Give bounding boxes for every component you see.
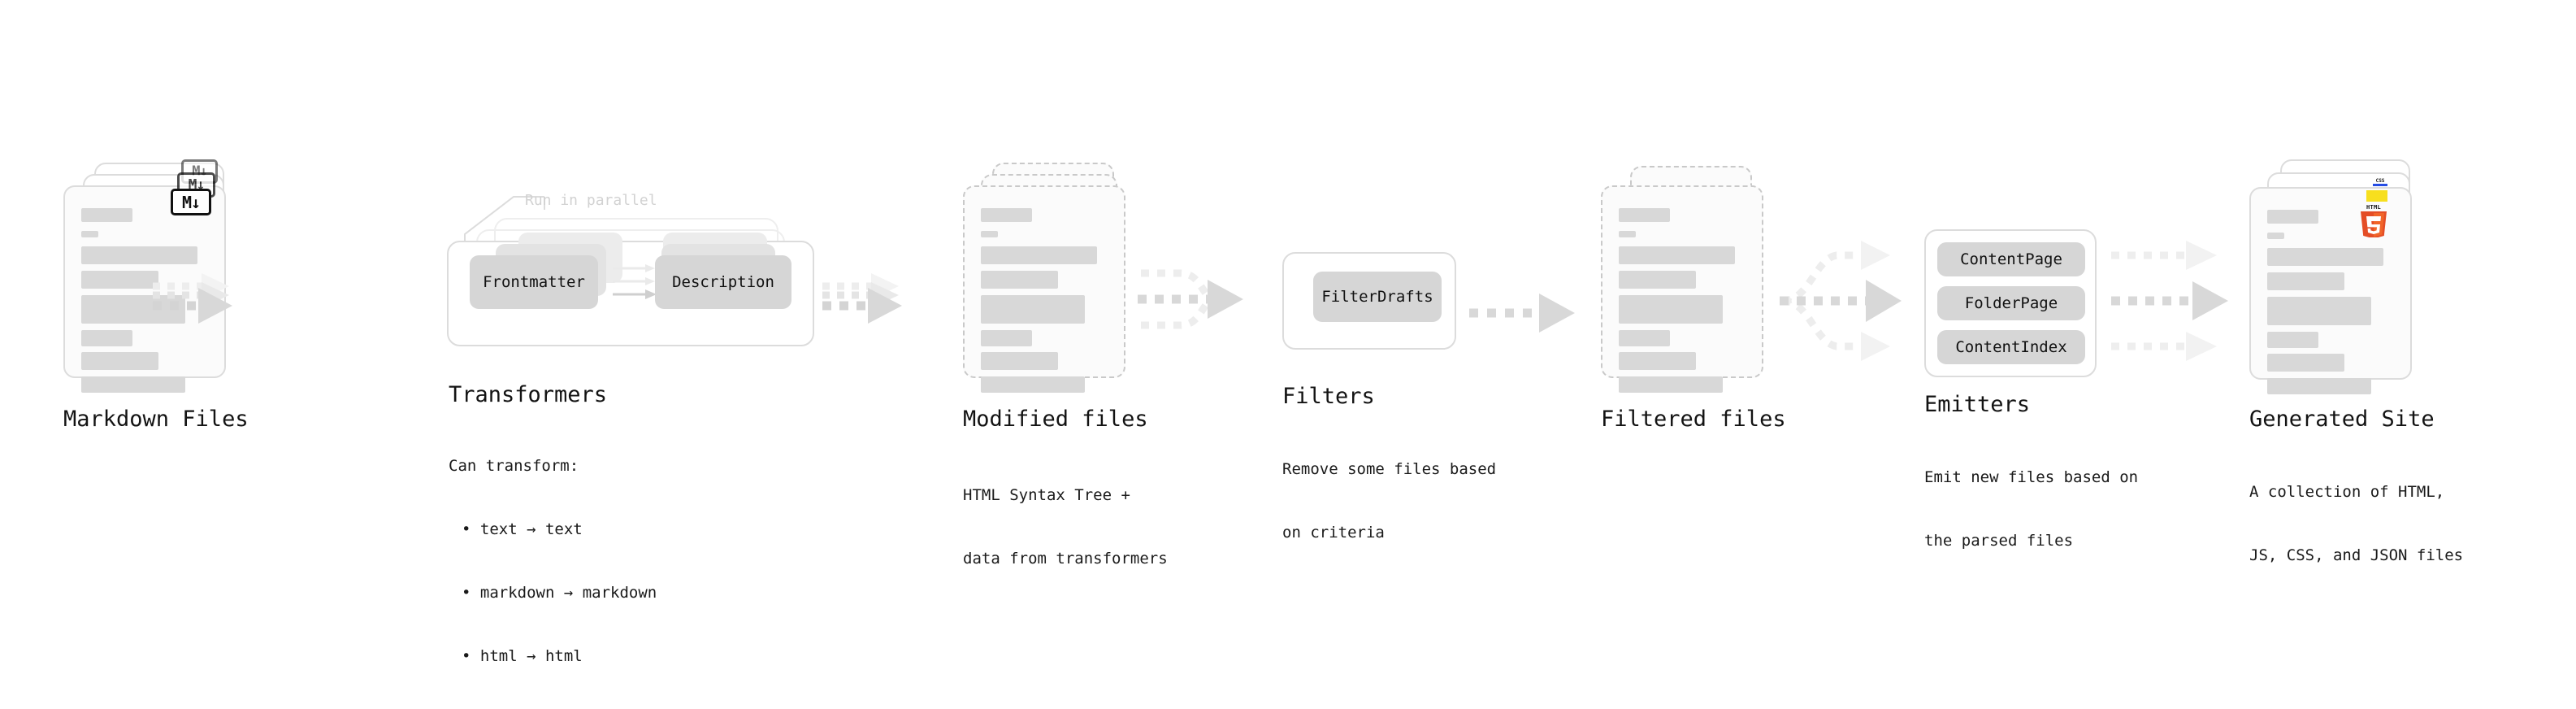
run-in-parallel-bracket [464, 196, 545, 241]
transformer-chip-description[interactable]: Description [655, 255, 791, 309]
modified-files-title: Modified files [963, 407, 1148, 432]
content-bar [2267, 248, 2383, 266]
transformers-bullet-0: • text → text [462, 520, 583, 538]
emitters-subtitle-line-1: the parsed files [1924, 532, 2074, 550]
chip-label: ContentPage [1960, 250, 2062, 268]
filter-chip-filterdrafts[interactable]: FilterDrafts [1313, 272, 1442, 322]
arrow-emitters-to-site [2111, 241, 2228, 361]
transformers-can-transform: Can transform: [449, 457, 579, 475]
modified-files-subtitle: HTML Syntax Tree + data from transformer… [963, 442, 1168, 611]
markdown-icon: M↓ [171, 189, 211, 215]
svg-text:CSS: CSS [2376, 178, 2385, 184]
run-in-parallel-label: Run in parallel [525, 192, 657, 209]
generated-site-subtitle-line-1: JS, CSS, and JSON files [2249, 546, 2464, 564]
filtered-files-stack [1601, 163, 1776, 393]
modified-file-card-front [963, 185, 1125, 393]
chip-label: FilterDrafts [1321, 288, 1433, 306]
modified-files-subtitle-line-0: HTML Syntax Tree + [963, 486, 1130, 504]
markdown-files-stack: M↓ M↓ M↓ [63, 159, 238, 393]
generated-site-subtitle: A collection of HTML, JS, CSS, and JSON … [2249, 439, 2463, 608]
content-bar [2267, 210, 2318, 224]
content-bar [2267, 297, 2371, 325]
content-bar [81, 271, 158, 289]
transformers-subtitle: Can transform: • text → text • markdown … [449, 413, 657, 709]
arrow-transformers-to-modified [822, 273, 902, 324]
content-bar [981, 352, 1058, 370]
content-bar [81, 352, 158, 370]
modified-files-stack [963, 163, 1138, 393]
content-bar [81, 295, 185, 324]
html5-icon: HTML [2361, 204, 2387, 237]
chip-label: FolderPage [1964, 294, 2058, 312]
transformers-title: Transformers [449, 382, 608, 407]
transformers-bullet-2: • html → html [462, 647, 583, 665]
content-bar [1619, 295, 1723, 324]
markdown-files-title: Markdown Files [63, 407, 249, 432]
content-bar [1619, 246, 1735, 264]
content-bar [981, 246, 1097, 264]
emitters-subtitle-line-0: Emit new files based on [1924, 468, 2139, 486]
transformers-bullet-1: • markdown → markdown [462, 584, 657, 602]
filters-subtitle-line-1: on criteria [1282, 524, 1385, 542]
modified-files-subtitle-line-1: data from transformers [963, 550, 1168, 568]
content-bar [81, 231, 98, 237]
transformer-chip-frontmatter[interactable]: Frontmatter [470, 255, 598, 309]
content-bar [1619, 208, 1670, 222]
transformers-group: Frontmatter Description Frontmatter Desc… [447, 218, 821, 381]
svg-text:HTML: HTML [2366, 204, 2381, 211]
content-bar [81, 330, 132, 346]
content-bar [1619, 330, 1670, 346]
chip-label: Description [672, 273, 774, 291]
transformer-inner-arrows [613, 264, 657, 299]
content-bar [981, 208, 1032, 222]
chip-label: ContentIndex [1955, 338, 2067, 356]
content-bar [1619, 271, 1696, 289]
arrow-markdown-to-transformers [153, 273, 232, 324]
filtered-file-card-front [1601, 185, 1763, 393]
arrow-filters-to-filtered [1469, 294, 1575, 333]
content-bar [2267, 272, 2344, 290]
emitters-title: Emitters [1924, 392, 2031, 417]
filters-subtitle-line-0: Remove some files based [1282, 460, 1497, 478]
content-bar [2267, 378, 2371, 394]
content-bar [2267, 332, 2318, 348]
arrow-filtered-to-emitters [1780, 241, 1902, 361]
content-bar [1619, 376, 1723, 393]
markdown-icon-label: M↓ [181, 192, 201, 212]
filters-box: FilterDrafts [1282, 252, 1456, 350]
markdown-file-card-front [63, 185, 226, 393]
content-bar [981, 231, 998, 237]
filtered-files-title: Filtered files [1601, 407, 1786, 432]
js-icon [2366, 190, 2387, 202]
emitter-chip-contentpage[interactable]: ContentPage [1937, 242, 2085, 276]
content-bar [981, 376, 1085, 393]
css3-icon: CSS [2373, 178, 2387, 186]
content-bar [81, 376, 185, 393]
content-bar [1619, 231, 1636, 237]
content-bar [981, 295, 1085, 324]
filters-title: Filters [1282, 384, 1375, 409]
content-bar [2267, 354, 2344, 372]
content-bar [81, 246, 197, 264]
content-bar [981, 271, 1058, 289]
content-bar [81, 208, 132, 222]
chip-label: Frontmatter [483, 273, 585, 291]
content-bar [1619, 352, 1696, 370]
generated-site-subtitle-line-0: A collection of HTML, [2249, 483, 2445, 501]
generated-site-stack: CSS HTML [2249, 159, 2424, 394]
emitter-chip-folderpage[interactable]: FolderPage [1937, 286, 2085, 320]
filters-subtitle: Remove some files based on criteria [1282, 416, 1496, 585]
pipeline-diagram: M↓ M↓ M↓ Markdown Files Run in parallel [63, 159, 2463, 665]
arrow-modified-to-filters [1138, 269, 1243, 329]
content-bar [981, 330, 1032, 346]
emitter-chip-contentindex[interactable]: ContentIndex [1937, 330, 2085, 364]
emitters-subtitle: Emit new files based on the parsed files [1924, 424, 2138, 594]
generated-site-title: Generated Site [2249, 407, 2435, 432]
content-bar [2267, 233, 2284, 239]
emitters-box: ContentPage FolderPage ContentIndex [1924, 229, 2097, 377]
